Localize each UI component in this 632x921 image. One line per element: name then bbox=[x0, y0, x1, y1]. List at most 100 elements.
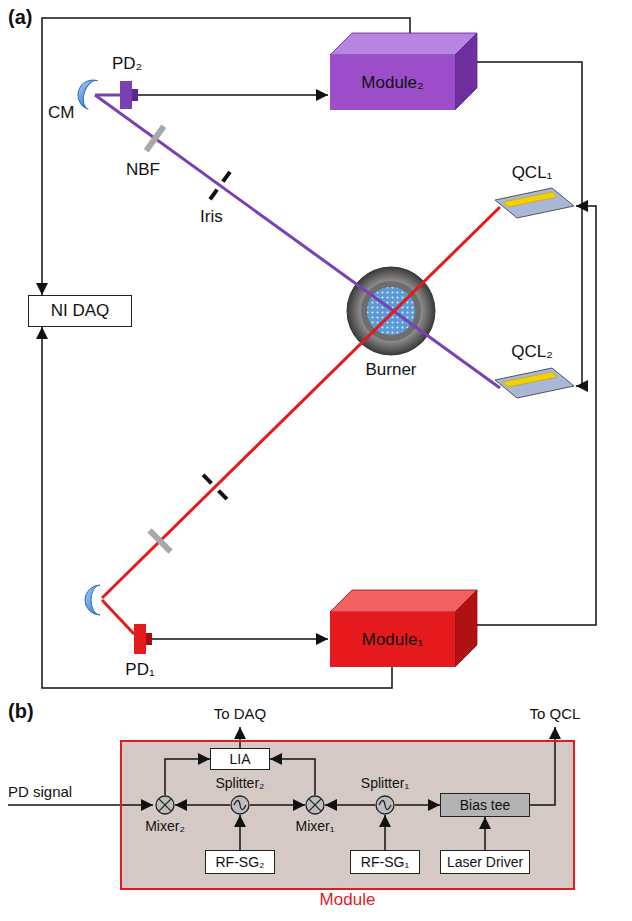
connector bbox=[270, 759, 315, 795]
bandpass-filter bbox=[147, 528, 172, 554]
connector bbox=[384, 815, 386, 850]
label-text: QCL₁ bbox=[512, 163, 553, 183]
red-beam bbox=[102, 207, 500, 598]
iris-blade bbox=[202, 473, 213, 484]
connector bbox=[239, 815, 241, 850]
iris-blade bbox=[208, 188, 218, 200]
node-label: Module₂ bbox=[361, 73, 423, 93]
node-label: Mixer₂ bbox=[145, 818, 185, 834]
chip-ridge bbox=[503, 192, 557, 207]
chip-body bbox=[495, 188, 574, 218]
node-label: NI DAQ bbox=[51, 301, 110, 321]
label-text: NBF bbox=[126, 160, 160, 180]
signal-wire bbox=[138, 94, 328, 96]
purple-beam-reflected bbox=[95, 94, 120, 97]
iris-blade bbox=[217, 489, 228, 500]
burner-rim bbox=[361, 281, 421, 341]
concave-mirror bbox=[74, 76, 98, 109]
splitter-symbol: Splitter₁ bbox=[375, 795, 395, 815]
module-ground bbox=[120, 740, 575, 890]
node-label: Bias tee bbox=[460, 797, 511, 813]
mixer-circle bbox=[156, 796, 174, 814]
qcl-chip bbox=[495, 188, 574, 218]
red-beam-reflected bbox=[102, 600, 134, 634]
splitter-circle bbox=[231, 796, 249, 814]
mixer-cross bbox=[309, 799, 322, 812]
label-text: QCL₂ bbox=[511, 342, 553, 362]
drive-wire bbox=[477, 206, 596, 625]
label-text: Iris bbox=[200, 207, 223, 227]
photodetector-back bbox=[146, 633, 152, 645]
lock-in-box: LIA bbox=[210, 748, 270, 770]
mixer-cross bbox=[159, 799, 172, 812]
signal-wire bbox=[8, 804, 153, 806]
splitter-circle bbox=[376, 796, 394, 814]
module-top-face bbox=[330, 33, 477, 55]
label-text: (a) bbox=[8, 6, 32, 29]
iris-blade bbox=[221, 171, 231, 183]
splitter-symbol-shape bbox=[230, 795, 250, 815]
splitter-wave bbox=[234, 801, 246, 810]
photodetector bbox=[134, 624, 146, 654]
module-side-face bbox=[455, 33, 477, 110]
label-text: To QCL bbox=[530, 705, 581, 722]
node-label: LIA bbox=[229, 751, 250, 767]
generator-box: RF-SG₂ bbox=[205, 850, 275, 874]
iris bbox=[208, 171, 231, 201]
node-label: Splitter₂ bbox=[215, 775, 264, 791]
mixer-symbol: Mixer₂ bbox=[155, 795, 175, 815]
label-text: (b) bbox=[8, 700, 34, 723]
node-label: Laser Driver bbox=[447, 854, 523, 870]
chip-body bbox=[495, 368, 574, 398]
connector bbox=[250, 804, 305, 806]
chip-ridge bbox=[503, 372, 557, 387]
output-wire bbox=[530, 727, 555, 805]
mixer-circle bbox=[306, 796, 324, 814]
bias-tee-box: Bias tee bbox=[440, 793, 530, 817]
node-label: Module bbox=[320, 890, 376, 910]
connector bbox=[325, 804, 375, 806]
module-box: Module₁ bbox=[330, 612, 455, 667]
node-label: RF-SG₂ bbox=[216, 854, 265, 870]
photodetector bbox=[120, 81, 132, 109]
splitter-symbol-shape bbox=[375, 795, 395, 815]
label-text: CM bbox=[48, 103, 74, 123]
label-text: Burner bbox=[365, 360, 416, 380]
output-wire bbox=[239, 727, 241, 748]
splitter-wave bbox=[379, 801, 391, 810]
burner-body bbox=[347, 267, 435, 355]
purple-beam bbox=[95, 95, 500, 388]
drive-wire bbox=[477, 62, 582, 386]
mixer-symbol-shape bbox=[305, 795, 325, 815]
burner bbox=[347, 267, 435, 355]
module-top-face bbox=[330, 590, 477, 612]
mixer-symbol: Mixer₁ bbox=[305, 795, 325, 815]
bandpass-filter bbox=[144, 125, 166, 153]
connector bbox=[484, 817, 486, 850]
label-text: To DAQ bbox=[214, 705, 267, 722]
daq-box: NI DAQ bbox=[28, 295, 132, 327]
qcl-chip bbox=[495, 368, 574, 398]
connector bbox=[165, 759, 210, 795]
node-label: Mixer₁ bbox=[296, 818, 335, 834]
connector bbox=[395, 804, 440, 806]
signal-wire bbox=[152, 638, 328, 640]
module-side-face bbox=[455, 590, 477, 667]
splitter-symbol: Splitter₂ bbox=[230, 795, 250, 815]
module-box: Module₂ bbox=[330, 55, 455, 110]
label-text: PD signal bbox=[8, 783, 72, 800]
concave-mirror bbox=[85, 585, 100, 615]
photodetector-back bbox=[132, 89, 138, 101]
generator-box: RF-SG₁ bbox=[350, 850, 420, 874]
mixer-symbol-shape bbox=[155, 795, 175, 815]
label-text: PD₁ bbox=[125, 660, 154, 680]
node-label: Module₁ bbox=[362, 630, 424, 650]
label-text: PD₂ bbox=[112, 54, 142, 74]
node-label: RF-SG₁ bbox=[361, 854, 409, 870]
burner-flame bbox=[367, 287, 415, 335]
driver-box: Laser Driver bbox=[440, 850, 530, 874]
iris bbox=[202, 473, 229, 500]
